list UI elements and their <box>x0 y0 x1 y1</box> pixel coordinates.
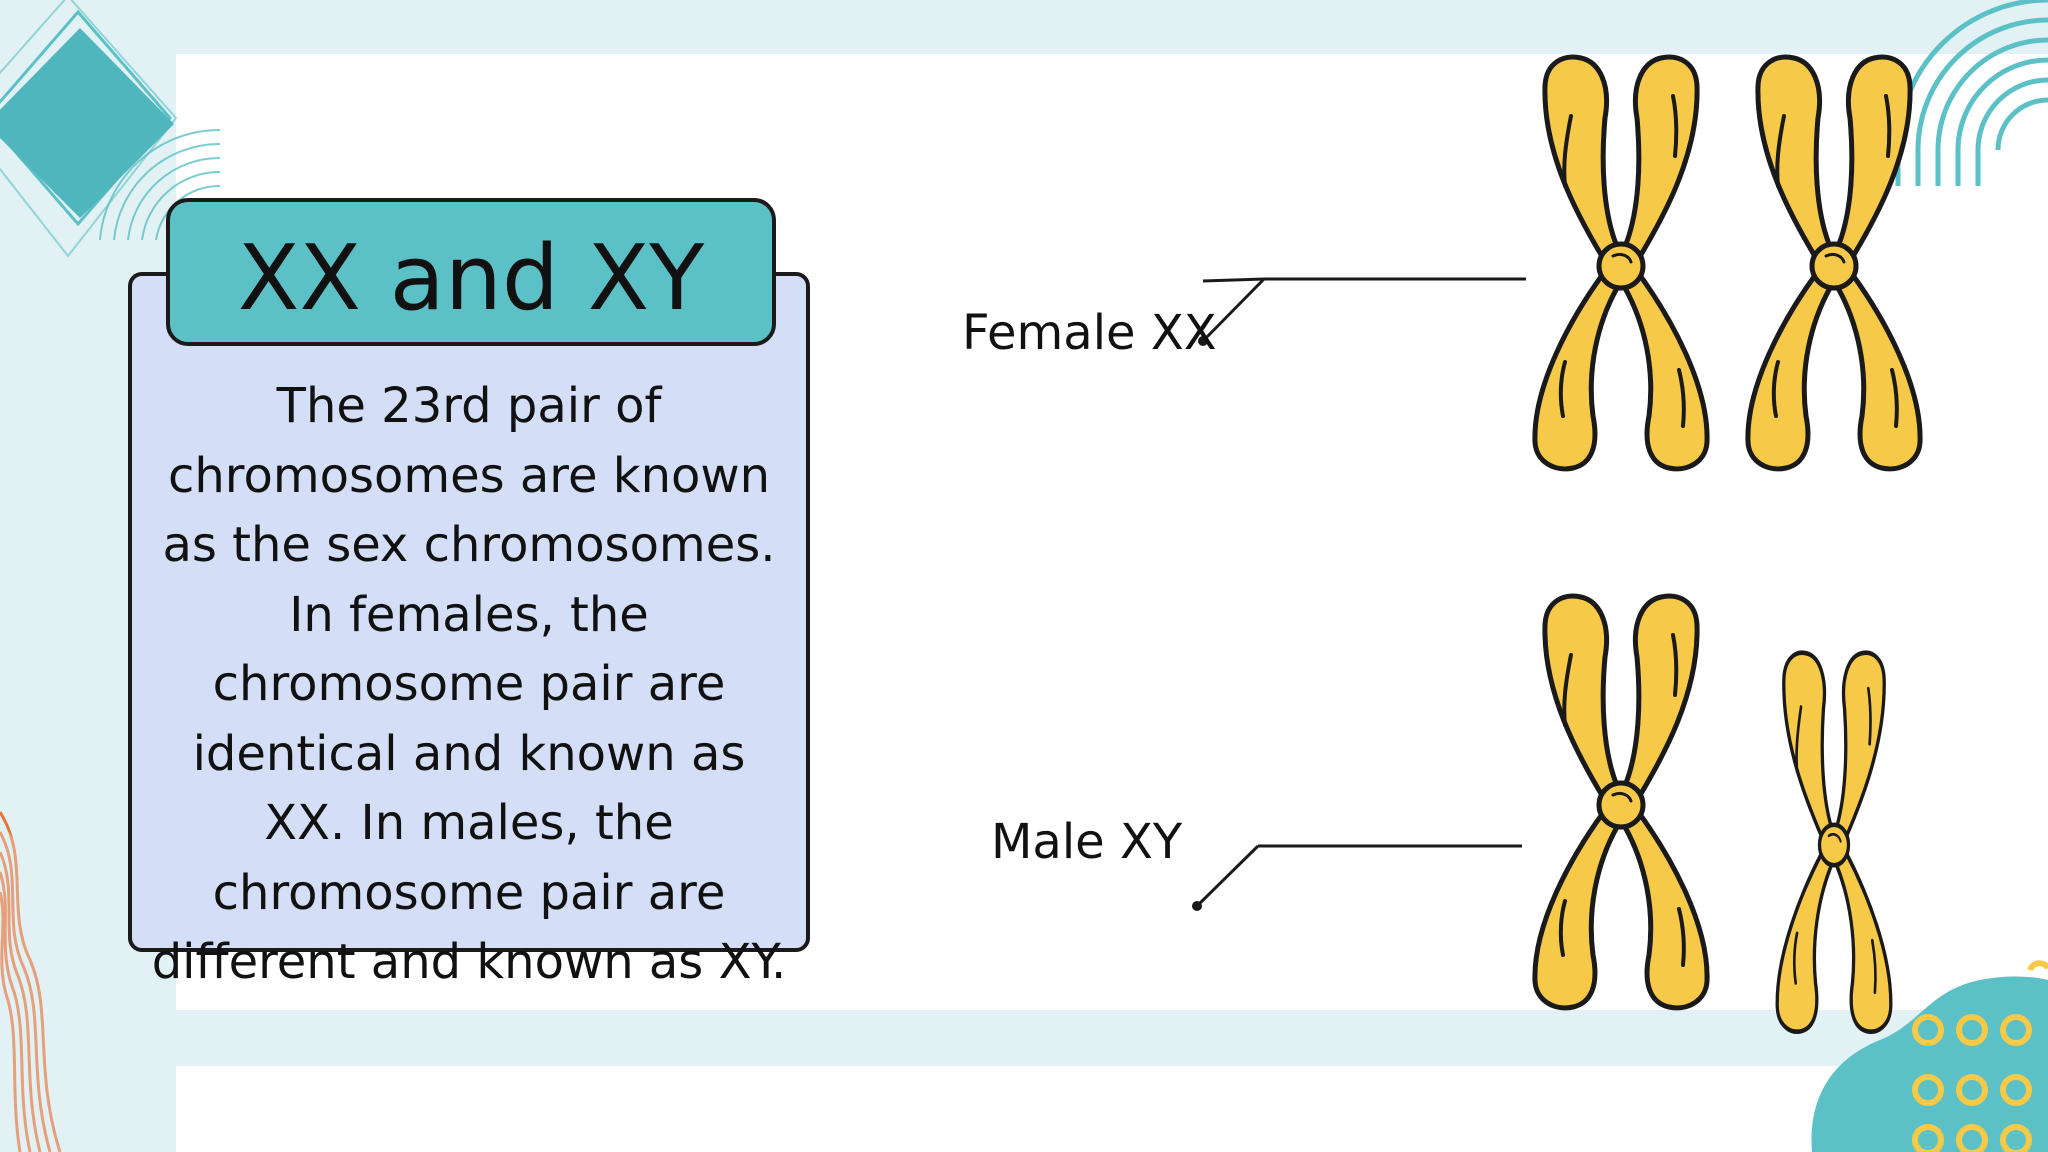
title-tab <box>166 198 776 346</box>
orange-waves-shape <box>0 811 62 1152</box>
slide-title: XX and XY <box>237 226 705 331</box>
bottom-panel <box>176 1066 2048 1152</box>
info-card <box>128 272 810 952</box>
chromosome-x-icon <box>1748 57 1920 469</box>
chromosome-x-icon <box>1535 596 1707 1008</box>
teal-diamond-shape <box>0 0 221 258</box>
teal-blob-shape <box>1811 960 2048 1152</box>
chromosome-x-icon <box>1535 57 1707 469</box>
teal-arcs-shape <box>1895 0 2048 186</box>
slide-body-text: The 23rd pair of chromosomes are known a… <box>151 378 787 990</box>
leader-line-female <box>1198 277 1526 346</box>
leader-line-male <box>1192 844 1522 911</box>
male-xy-label: Male XY <box>991 814 1183 870</box>
chromosome-y-icon <box>1777 653 1891 1032</box>
female-xx-label: Female XX <box>962 305 1217 361</box>
